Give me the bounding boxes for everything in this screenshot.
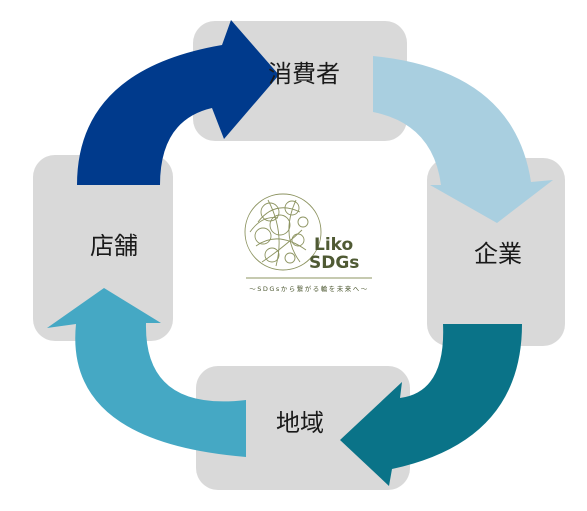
- logo-tagline: 〜SDGsから繋がる輪を未来へ〜: [249, 284, 369, 293]
- botanical-wreath-icon: [244, 193, 322, 271]
- logo-name-line1: Liko: [314, 235, 353, 255]
- node-box-store: [33, 155, 173, 341]
- arrow-company-to-region: [340, 324, 522, 486]
- arrow-store-to-consumer: [77, 20, 279, 185]
- node-label-store: 店舗: [90, 232, 138, 260]
- node-box-region: [196, 366, 410, 490]
- node-box-company: [427, 158, 565, 346]
- logo-name-line2: SDGs: [309, 253, 359, 273]
- liko-sdgs-logo: Liko SDGs 〜SDGsから繋がる輪を未来へ〜: [244, 193, 372, 293]
- node-label-region: 地域: [276, 409, 324, 437]
- arrow-consumer-to-company: [373, 56, 553, 223]
- node-label-consumer: 消費者: [268, 60, 340, 88]
- arrow-region-to-store: [47, 288, 246, 457]
- node-label-company: 企業: [474, 240, 522, 268]
